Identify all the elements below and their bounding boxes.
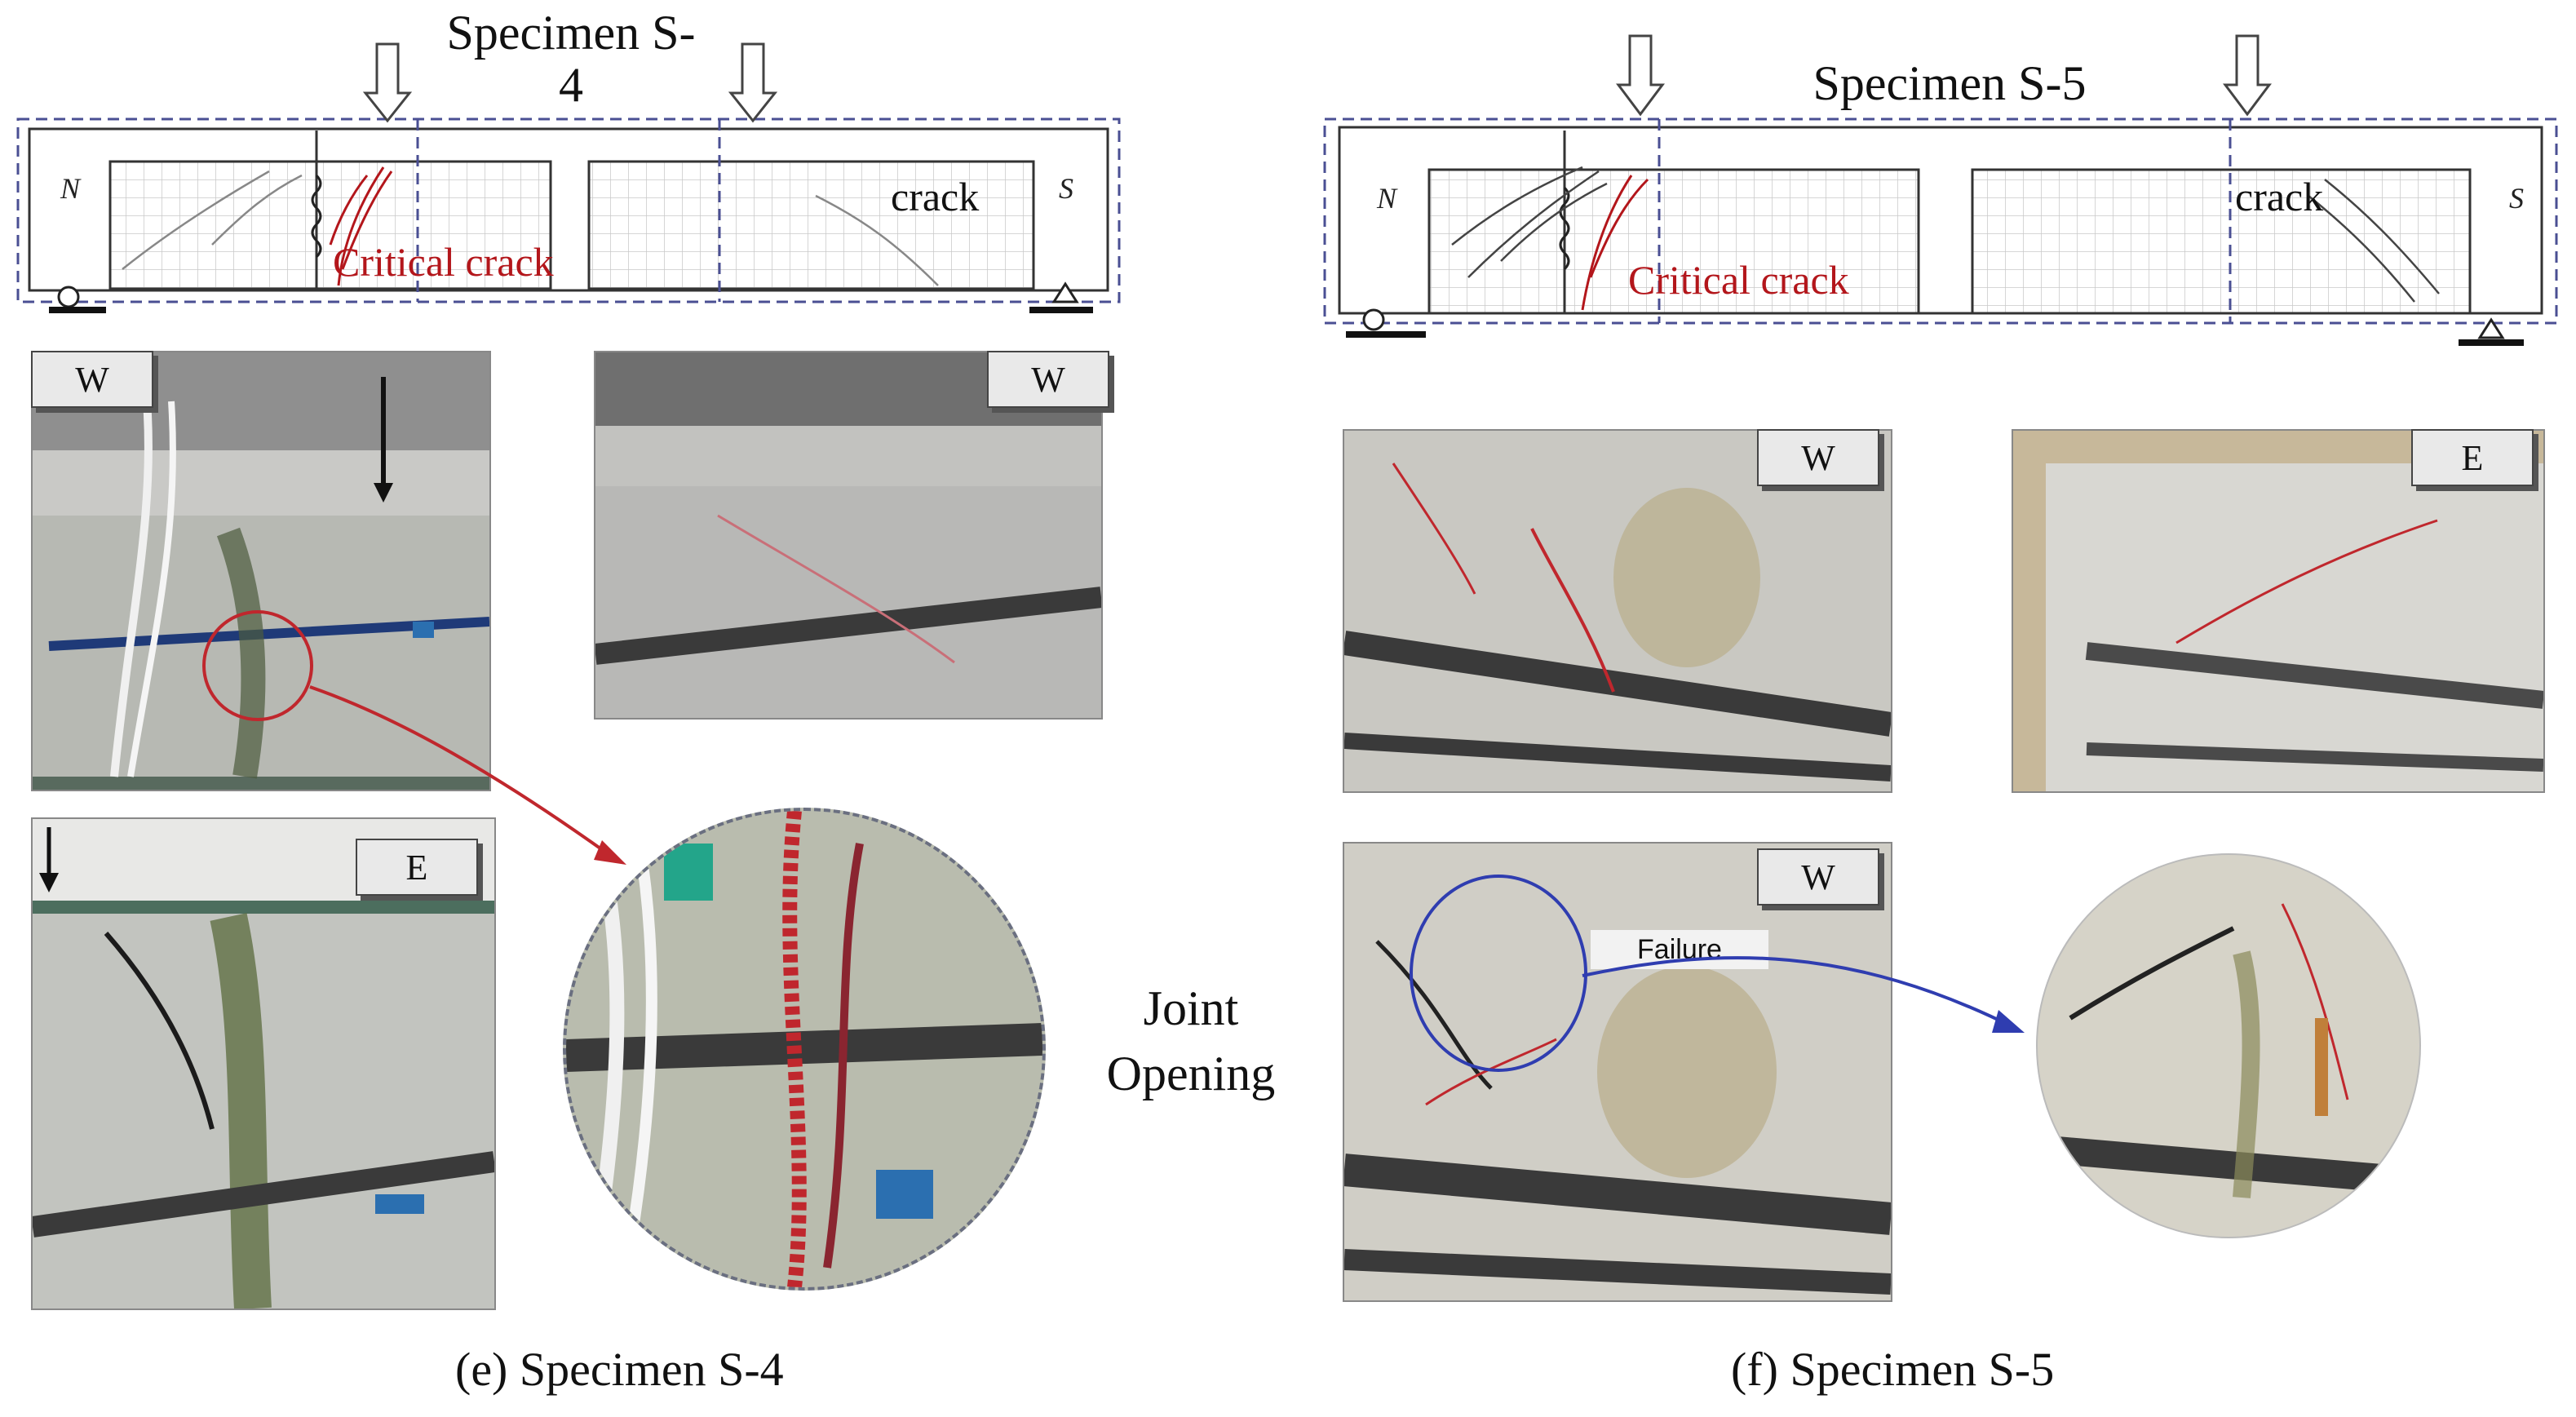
s4-title: Specimen S-4	[446, 6, 696, 112]
s5-title: Specimen S-5	[1812, 56, 2087, 110]
s4-critical-crack-label: Critical crack	[333, 239, 554, 285]
s4-zoom-arrow	[309, 685, 626, 865]
s5-photo-west-failure	[1343, 842, 1892, 1302]
s5-zoom-circle	[2036, 853, 2421, 1238]
s4-beam-diagram	[16, 42, 1121, 313]
s5-end-south: S	[2509, 182, 2524, 215]
s5-tag-w1: W	[1757, 429, 1879, 486]
s5-critical-crack-label: Critical crack	[1628, 257, 1849, 303]
s5-crack-label: crack	[2235, 174, 2324, 219]
s4-photo-highlight-circle	[202, 610, 313, 721]
s4-tag-w1: W	[31, 351, 153, 408]
s4-caption: (e) Specimen S-4	[455, 1343, 784, 1396]
joint-opening-label: Joint Opening	[1106, 981, 1276, 1100]
s5-failure-highlight-circle	[1410, 875, 1587, 1072]
s5-zoom-arrow	[1582, 956, 2025, 1033]
s4-photo-west-span	[594, 351, 1103, 720]
s4-photo-east-joint	[31, 817, 496, 1310]
s5-photo-east-span	[2012, 429, 2545, 793]
s5-photo-west-joint	[1343, 429, 1892, 793]
s4-crack-label: crack	[891, 174, 980, 219]
s5-caption: (f) Specimen S-5	[1731, 1343, 2055, 1396]
s5-tag-e: E	[2411, 429, 2534, 486]
s5-end-north: N	[1377, 182, 1397, 215]
s5-beam-diagram	[1323, 34, 2558, 346]
s4-end-south: S	[1059, 172, 1073, 205]
s4-tag-w2: W	[987, 351, 1109, 408]
s4-zoom-circle	[563, 808, 1046, 1291]
s4-end-north: N	[60, 172, 81, 205]
s5-tag-w2: W	[1757, 848, 1879, 906]
s4-tag-e: E	[356, 839, 478, 896]
